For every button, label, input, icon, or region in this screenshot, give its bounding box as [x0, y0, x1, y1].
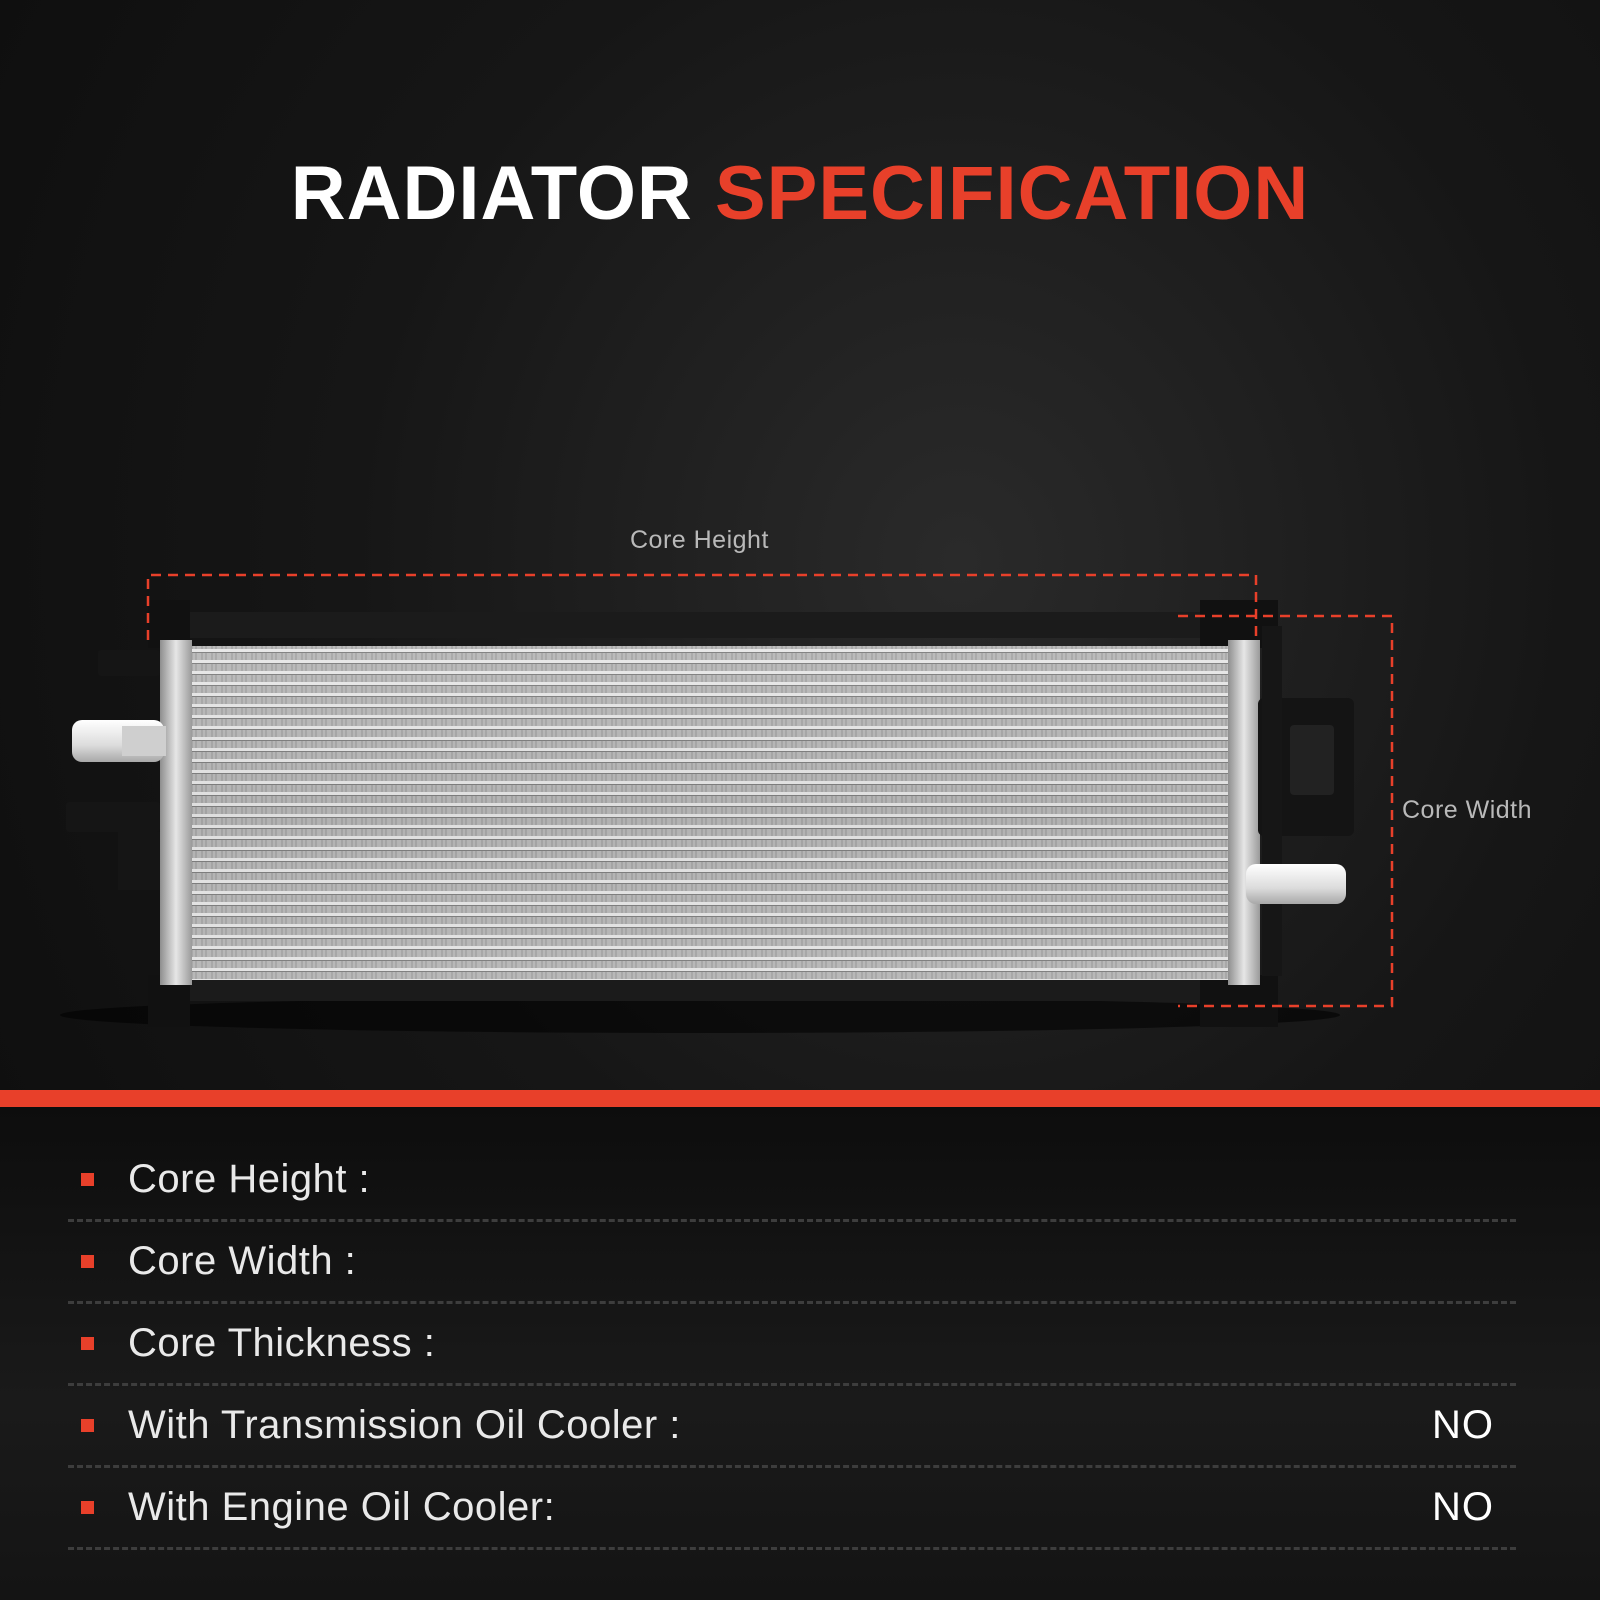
bullet-icon: [81, 1337, 94, 1350]
core-width-dimension-label: Core Width: [1402, 796, 1533, 824]
spec-label: Core Height :: [128, 1157, 371, 1201]
page-title: RADIATOR SPECIFICATION: [0, 150, 1600, 237]
spec-row: With Engine Oil Cooler: NO: [68, 1468, 1516, 1550]
core-height-dimension-line: [146, 573, 1258, 640]
spec-label: With Transmission Oil Cooler :: [128, 1403, 681, 1447]
top-rail: [150, 612, 1275, 638]
bullet-icon: [81, 1255, 94, 1268]
left-tank: [160, 640, 192, 985]
section-divider-bar: [0, 1090, 1600, 1107]
left-mount-lower: [66, 802, 160, 832]
title-part-radiator: RADIATOR: [290, 151, 693, 236]
bullet-icon: [81, 1501, 94, 1514]
spec-label: Core Width :: [128, 1239, 357, 1283]
radiator-icon: [60, 573, 1394, 1033]
spec-row: Core Thickness :: [68, 1304, 1516, 1386]
product-shadow: [60, 997, 1340, 1033]
spec-row: Core Width :: [68, 1222, 1516, 1304]
right-tank: [1228, 640, 1260, 985]
spec-value: NO: [1432, 1403, 1494, 1447]
spec-panel: [0, 1107, 1600, 1600]
bottom-rail: [150, 975, 1275, 1001]
spec-value: NO: [1432, 1485, 1494, 1529]
core-width-dimension-line: [1178, 614, 1394, 1008]
left-mount-upper: [98, 650, 160, 676]
bullet-icon: [81, 1419, 94, 1432]
spec-label: With Engine Oil Cooler:: [128, 1485, 556, 1529]
spec-row: With Transmission Oil Cooler : NO: [68, 1386, 1516, 1468]
spec-label: Core Thickness :: [128, 1321, 436, 1365]
right-outlet-fitting: [1246, 864, 1346, 904]
bullet-icon: [81, 1173, 94, 1186]
spec-list: Core Height : Core Width : Core Thicknes…: [68, 1140, 1516, 1550]
core-height-dimension-label: Core Height: [630, 526, 769, 554]
title-part-specification: SPECIFICATION: [714, 151, 1310, 236]
spec-row: Core Height :: [68, 1140, 1516, 1222]
